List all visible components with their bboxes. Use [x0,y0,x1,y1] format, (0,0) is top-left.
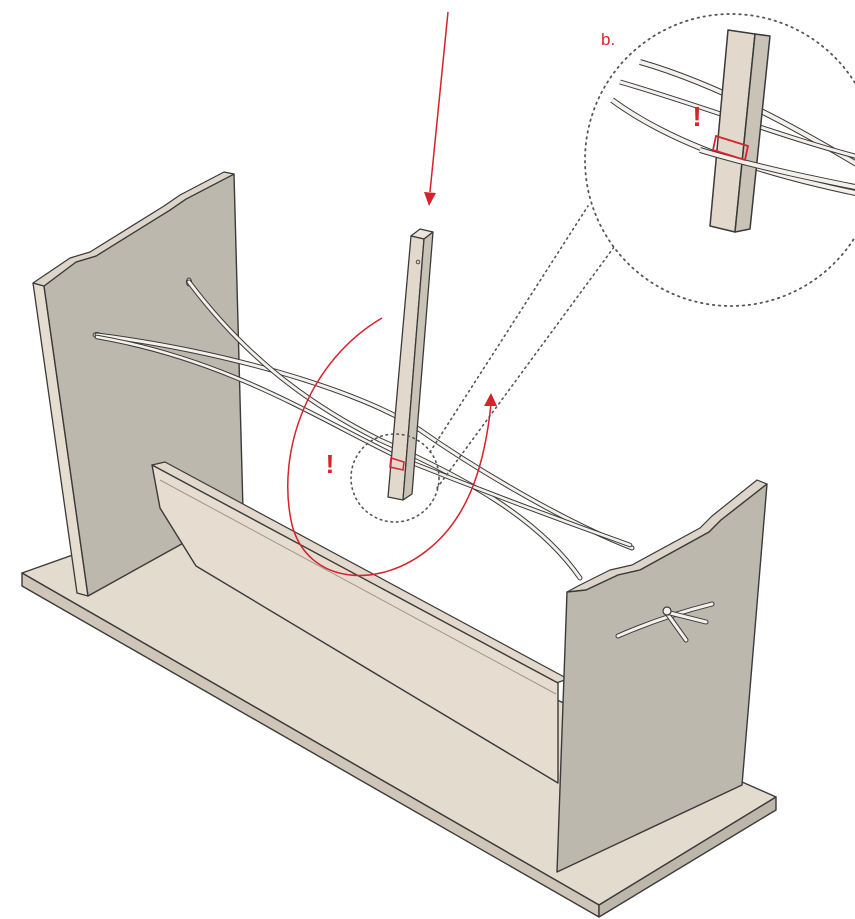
warning-exclamation-detail: ! [692,101,701,132]
right-upright-panel [556,479,768,873]
magnify-source-circle [350,433,440,523]
rotate-arrow-icon [287,317,497,577]
detail-label: b. [601,30,615,49]
arrow-down-icon [424,11,449,206]
warning-exclamation-main: ! [326,449,335,479]
detail-bubble [584,13,855,307]
magnify-connector-lines [429,205,618,489]
